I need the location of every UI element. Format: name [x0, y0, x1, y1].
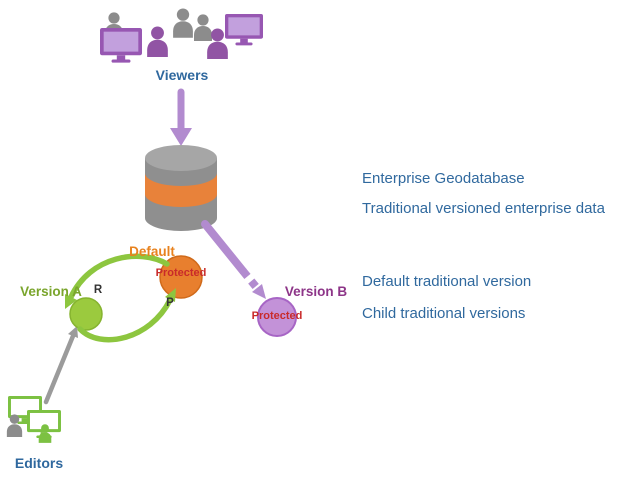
post-arrowhead-icon — [165, 288, 176, 302]
post-label: P — [166, 297, 174, 309]
purple-arrowhead-icon — [170, 128, 192, 146]
version-a-label: Version A — [20, 284, 82, 299]
purple-dashed-arrowhead-icon — [252, 284, 266, 299]
annotation-versioned-data: Traditional versioned enterprise data — [362, 200, 606, 217]
annotation-enterprise-geodatabase: Enterprise Geodatabase — [362, 170, 525, 187]
version-b-label: Version B — [285, 284, 348, 299]
default-version-node — [159, 255, 203, 299]
version-b-node — [257, 297, 297, 337]
editors-cluster — [6, 396, 61, 443]
reconcile-post-loop — [65, 253, 176, 343]
version-a-node — [69, 297, 103, 331]
annotation-child-versions: Child traditional versions — [362, 305, 525, 322]
database-to-version-b-line — [201, 220, 247, 275]
default-protected-badge: Protected — [156, 267, 207, 279]
editors-to-version-a-connector — [43, 326, 78, 405]
database-to-version-b-dashed-arrow — [239, 268, 266, 299]
person-icon — [147, 26, 168, 58]
reconcile-label: R — [94, 284, 103, 296]
viewers-to-database-arrow — [170, 88, 192, 146]
reconcile-arrowhead-icon — [65, 294, 77, 309]
person-icon — [194, 14, 212, 41]
person-icon — [173, 8, 193, 38]
viewers-label: Viewers — [156, 67, 209, 83]
default-version-label: Default — [129, 244, 175, 259]
viewers-cluster — [100, 8, 263, 63]
geodatabase-cylinder-icon — [145, 145, 217, 231]
version-b-protected-badge: Protected — [252, 310, 303, 322]
monitor-icon — [100, 28, 142, 63]
annotation-default-version: Default traditional version — [362, 273, 531, 290]
monitor-icon — [225, 14, 263, 46]
gray-arrowhead-icon — [68, 326, 78, 338]
editors-label: Editors — [15, 455, 63, 471]
